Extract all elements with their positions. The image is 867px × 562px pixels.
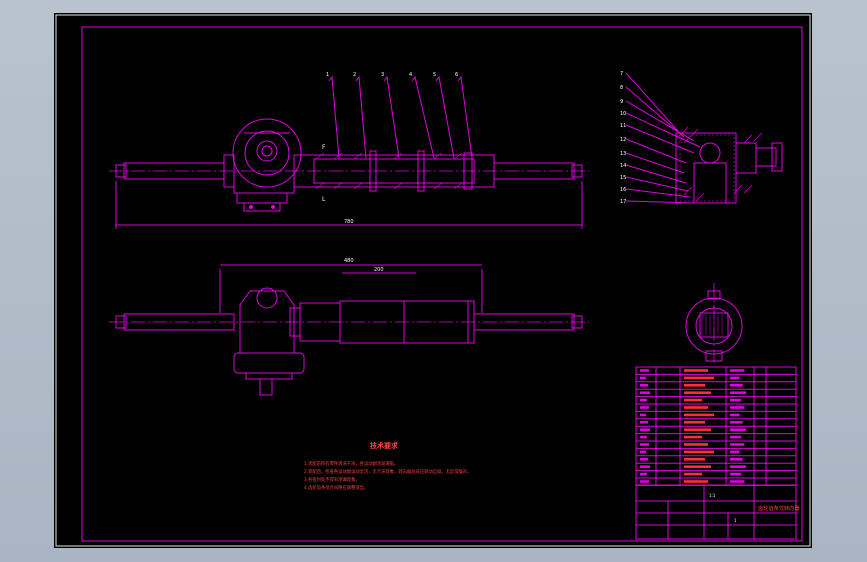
parts-cell-mark (640, 406, 649, 409)
parts-cell-mark (684, 435, 702, 439)
parts-cell-mark (730, 443, 745, 446)
outer-frame (55, 14, 811, 547)
parts-cell-mark (640, 376, 646, 380)
parts-cell-mark (684, 391, 711, 394)
section-view: 7 8 9 10 11 12 13 14 15 16 17 (620, 71, 783, 205)
callout-17: 17 (620, 199, 626, 205)
title-block: 齿轮齿条式转向器 1:1 1 (635, 484, 800, 540)
parts-cell-mark (684, 458, 705, 461)
parts-cell-mark (640, 443, 649, 446)
parts-cell-mark (640, 384, 648, 387)
parts-cell-mark (684, 421, 705, 424)
tech-requirements-title: 技术要求 (370, 441, 399, 450)
tech-note-3: 3.各密封处不得有渗漏现象。 (304, 476, 360, 483)
callout-3: 3 (381, 72, 384, 78)
parts-cell-mark (640, 480, 649, 483)
parts-cell-mark (684, 480, 708, 483)
callout-11: 11 (620, 123, 626, 129)
callout-5: 5 (433, 72, 436, 78)
parts-cell-mark (730, 480, 745, 483)
callout-4: 4 (409, 72, 412, 78)
parts-cell-mark (684, 465, 711, 468)
callout-10: 10 (620, 111, 626, 117)
parts-cell-mark (640, 472, 647, 476)
tech-note-1: 1.装配前所有零件清洗干净，各运动副涂润滑脂。 (304, 460, 398, 467)
tech-note-4: 4.齿轮齿条啮合间隙应调整适当。 (304, 484, 368, 491)
inner-frame (81, 26, 803, 542)
parts-cell-mark (684, 406, 708, 409)
callout-9: 9 (620, 99, 623, 105)
callout-15: 15 (620, 175, 626, 181)
tech-requirements: 技术要求 1.装配前所有零件清洗干净，各运动副涂润滑脂。 2.装配后，检查各运动… (304, 441, 471, 491)
parts-cell-mark (730, 458, 743, 461)
parts-cell-mark (684, 369, 708, 372)
parts-cell-mark (730, 413, 740, 417)
rack-length-dim: 480 (344, 258, 354, 264)
parts-cell-mark (640, 450, 646, 454)
callout-8: 8 (620, 85, 623, 91)
parts-cell-mark (730, 428, 746, 431)
callout-6: 6 (455, 72, 458, 78)
assembly-drawing: 780 F L 1 2 3 4 5 6 480 200 (55, 14, 811, 547)
callout-1: 1 (326, 72, 329, 78)
overall-length-dim: 780 (344, 219, 354, 225)
parts-cell-mark (640, 428, 650, 431)
parts-cell-mark (640, 391, 650, 394)
sub-length-dim: 200 (374, 267, 384, 273)
parts-cell-mark (730, 450, 740, 454)
callout-12: 12 (620, 137, 626, 143)
drawing-scale: 1:1 (709, 493, 716, 498)
parts-cell-mark (684, 376, 714, 380)
parts-cell-mark (640, 398, 647, 402)
parts-cell-mark (730, 384, 743, 387)
parts-cell-mark (730, 391, 746, 394)
callout-13: 13 (620, 151, 626, 157)
callout-14: 14 (620, 163, 626, 169)
parts-cell-mark (640, 369, 649, 372)
drawing-title: 齿轮齿条式转向器 (758, 504, 800, 512)
parts-cell-mark (640, 458, 648, 461)
front-view: 780 F L 1 2 3 4 5 6 (109, 72, 589, 229)
parts-cell-mark (730, 421, 743, 424)
tech-note-2: 2.装配后，检查各运动副运动灵活，无卡滞现象，转向器总成应转动自如，无异常噪声。 (304, 468, 471, 475)
parts-cell-mark (640, 465, 650, 468)
section-label-lower: L (322, 196, 326, 203)
callout-16: 16 (620, 187, 626, 193)
callout-7: 7 (620, 71, 623, 77)
plan-view: 480 200 (109, 258, 589, 396)
parts-cell-mark (730, 472, 742, 476)
parts-cell-mark (730, 376, 740, 380)
parts-cell-mark (684, 428, 711, 431)
parts-list (635, 366, 797, 486)
parts-cell-mark (730, 435, 742, 439)
parts-cell-mark (684, 398, 702, 402)
cross-section-detail (685, 283, 743, 365)
parts-cell-mark (730, 369, 745, 372)
callout-2: 2 (353, 72, 356, 78)
parts-cell-mark (730, 406, 745, 409)
parts-cell-mark (684, 450, 714, 454)
parts-cell-mark (730, 398, 742, 402)
section-label-upper: F (322, 144, 326, 151)
cad-viewport[interactable]: 780 F L 1 2 3 4 5 6 480 200 (54, 13, 812, 548)
parts-cell-mark (730, 465, 746, 468)
parts-cell-mark (684, 384, 705, 387)
parts-cell-mark (684, 472, 702, 476)
parts-cell-mark (640, 421, 648, 424)
parts-cell-mark (640, 413, 646, 417)
parts-cell-mark (684, 413, 714, 417)
parts-cell-mark (640, 435, 647, 439)
drawing-sheet: 1 (734, 518, 737, 523)
parts-cell-mark (684, 443, 708, 446)
